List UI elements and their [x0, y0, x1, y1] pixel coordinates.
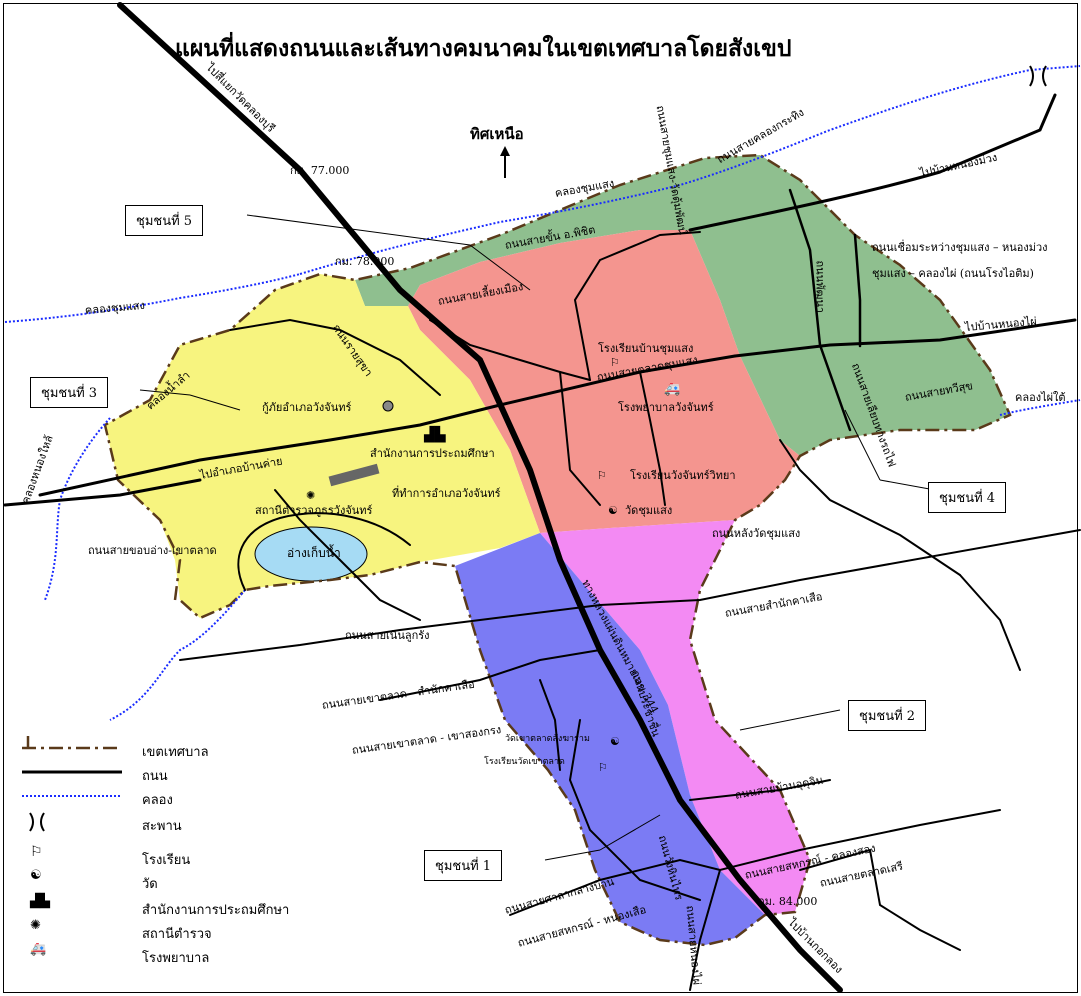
- zone-green-community-5[interactable]: [355, 155, 1010, 456]
- road-south-east[interactable]: [799, 848, 961, 951]
- legend-row-road: ถนน: [22, 760, 402, 784]
- label-district-office: ที่ทำการอำเภอวังจันทร์: [392, 487, 501, 500]
- police-icon: ✺: [306, 489, 316, 502]
- label-edu-office: สำนักงานการประถมศึกษา: [370, 447, 495, 460]
- road-red-inner-1[interactable]: [573, 231, 701, 381]
- legend-row-hospital: 🚑 โรงพยาบาล: [22, 942, 402, 966]
- road-yellow-inner[interactable]: [229, 318, 441, 396]
- road-blue-inner[interactable]: [568, 719, 701, 901]
- legend-label-canal: คลอง: [142, 793, 173, 808]
- community-4-label[interactable]: ชุมชนที่ 4: [928, 482, 1007, 513]
- district-office-building: [328, 463, 380, 487]
- legend-label-temple: วัด: [142, 877, 158, 892]
- hospital-legend-icon: 🚑: [30, 942, 47, 957]
- temple-icon-2: ☯: [610, 735, 620, 748]
- label-khlong-khai-tai: คลองไผ่ใต้: [1015, 391, 1066, 404]
- road-red-inner-4[interactable]: [639, 371, 666, 506]
- road-east-north[interactable]: [959, 574, 1021, 671]
- legend-label-edu-office: สำนักงานการประถมศึกษา: [142, 903, 290, 918]
- roads: [3, 2, 1081, 993]
- north-label: ทิศเหนือ: [470, 125, 524, 143]
- municipal-boundary: [103, 153, 1012, 947]
- legend-label-hospital: โรงพยาบาล: [142, 951, 210, 966]
- road-inner-green[interactable]: [788, 188, 852, 432]
- label-road-link: ถนนเชื่อมระหว่างชุมแสง – หนองม่วง: [872, 241, 1048, 254]
- canal-khlong-khai-tai: [999, 399, 1081, 416]
- road-to-nong-muang[interactable]: [688, 93, 1057, 232]
- zone-pink-community-2[interactable]: [540, 520, 810, 915]
- community-5-label[interactable]: ชุมชนที่ 5: [125, 205, 204, 236]
- label-road-noen-luk-rang: ถนนสายเนินลูกรัง: [345, 629, 430, 642]
- school-icon-3: ⚐: [598, 761, 608, 774]
- canal-south-west: [109, 589, 246, 721]
- legend-label-bridge: สะพาน: [142, 819, 182, 834]
- legend-row-bridge: สะพาน: [22, 810, 402, 834]
- temple-icon: ☯: [608, 504, 618, 517]
- road-to-nong-phai[interactable]: [733, 318, 1077, 358]
- label-road-khob-ang: ถนนสายขอบอ่าง-เขาตลาด: [88, 544, 217, 557]
- rescue-marker: [382, 400, 394, 412]
- label-km78: กม. 78.000: [335, 255, 395, 268]
- zone-yellow-community-3[interactable]: [105, 274, 540, 618]
- hospital-icon: 🚑: [664, 382, 681, 397]
- road-red-inner-2[interactable]: [429, 319, 591, 381]
- legend-label-road: ถนน: [142, 769, 168, 784]
- label-road-phattana: ถนนพัฒนา: [813, 260, 827, 314]
- road-lang-wat[interactable]: [779, 439, 961, 576]
- label-police: สถานีตำรวจภูธรวังจันทร์: [255, 504, 373, 517]
- legend-row-temple: ☯ วัด: [22, 868, 402, 892]
- road-khao-talat[interactable]: [379, 649, 601, 701]
- community-1-label[interactable]: ชุมชนที่ 1: [424, 850, 503, 881]
- legend-row-edu-office: ▟▙ สำนักงานการประถมศึกษา: [22, 894, 402, 918]
- bridge-icon: [1029, 65, 1047, 87]
- label-reservoir: อ่างเก็บน้ำ: [287, 546, 341, 560]
- road-yellow-inner-2[interactable]: [274, 489, 421, 621]
- road-blue-inner-2[interactable]: [539, 679, 561, 771]
- label-km77: กม. 77.000: [290, 164, 350, 177]
- temple-legend-icon: ☯: [30, 868, 42, 883]
- legend-row-boundary: เขตเทศบาล: [22, 736, 402, 760]
- label-wat-khao-talat: วัดเขาตลาดสังฆาราม: [505, 734, 590, 744]
- community-2-label[interactable]: ชุมชนที่ 2: [848, 700, 927, 731]
- label-road-khlong-khai: ชุมแสง – คลองไผ่ (ถนนโรงไอติม): [872, 267, 1034, 280]
- road-reservoir-loop[interactable]: [237, 512, 411, 591]
- label-school-chumsaeng: โรงเรียนบ้านชุมแสง: [598, 342, 694, 355]
- label-road-lang-wat: ถนนหลังวัดชุมแสง: [712, 527, 801, 540]
- road-to-ban-kok[interactable]: [689, 869, 721, 991]
- road-link-nongmuang[interactable]: [853, 233, 862, 348]
- label-rescue: กู้ภัยอำเภอวังจันทร์: [262, 401, 352, 414]
- bridge-legend-icon: [29, 812, 45, 832]
- label-school-wangchan: โรงเรียนวังจันทร์วิทยา: [630, 469, 736, 482]
- canal-khlong-nam-lam: [44, 417, 111, 601]
- school-icon: ⚐: [610, 356, 620, 369]
- road-sam-nak[interactable]: [179, 529, 1081, 661]
- edu-office-icon: ▟▙: [424, 427, 446, 443]
- label-school-wat-khao: โรงเรียนวัดเขาตลาด: [484, 757, 565, 767]
- road-red-inner-3[interactable]: [559, 371, 601, 506]
- leader-lines: [139, 214, 936, 861]
- legend-label-school: โรงเรียน: [142, 853, 191, 868]
- road-to-ban-khai[interactable]: [3, 478, 202, 507]
- label-wat-chumsaeng: วัดชุมแสง: [625, 504, 673, 517]
- legend-row-canal: คลอง: [22, 784, 402, 808]
- canal-khlong-chum-saeng-west: [4, 273, 301, 323]
- legend-row-school: ⚐ โรงเรียน: [22, 844, 402, 868]
- community-3-label[interactable]: ชุมชนที่ 3: [30, 377, 109, 408]
- legend-row-police: ✺ สถานีตำรวจ: [22, 918, 402, 942]
- edu-office-legend-icon: ▟▙: [30, 894, 50, 909]
- highway-344[interactable]: [117, 2, 843, 993]
- label-hospital: โรงพยาบาลวังจันทร์: [618, 401, 714, 414]
- legend-label-police: สถานีตำรวจ: [142, 927, 212, 942]
- zone-blue-community-1[interactable]: [455, 533, 765, 945]
- police-legend-icon: ✺: [30, 918, 41, 933]
- school-legend-icon: ⚐: [30, 844, 43, 860]
- school-icon-2: ⚐: [597, 469, 607, 482]
- legend-label-boundary: เขตเทศบาล: [142, 745, 209, 760]
- label-km84: กม. 84.000: [758, 895, 818, 908]
- map-title: แผนที่แสดงถนนและเส้นทางคมนาคมในเขตเทศบาล…: [175, 35, 792, 62]
- road-ban-dum[interactable]: [689, 779, 831, 801]
- north-arrow-head: [500, 146, 510, 156]
